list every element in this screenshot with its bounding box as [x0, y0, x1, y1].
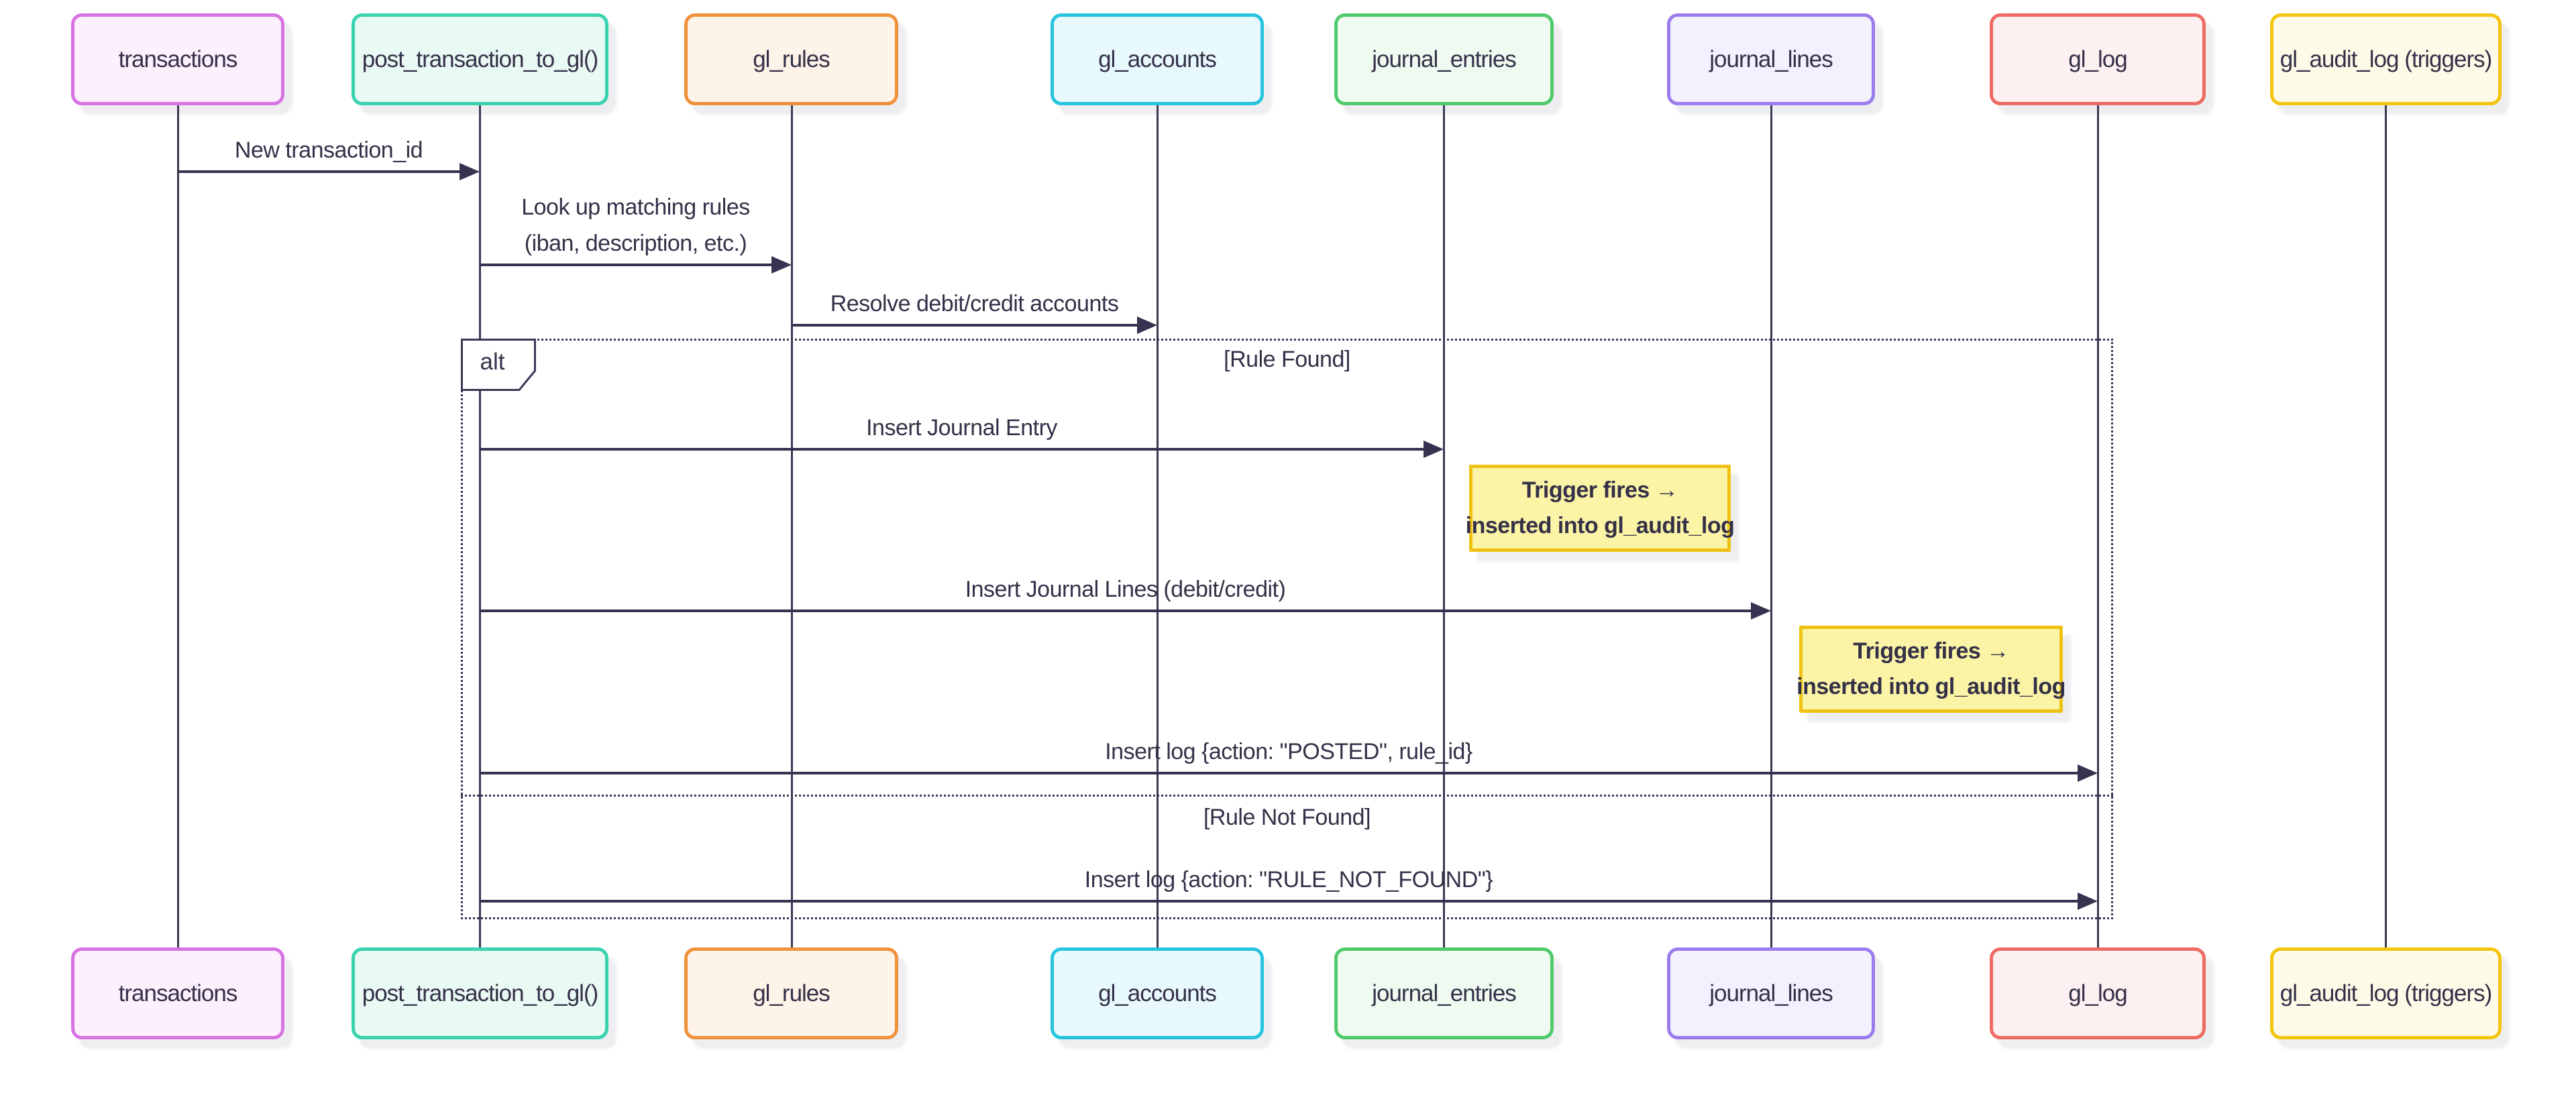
condition-rule-not-found: [Rule Not Found] — [1203, 805, 1371, 830]
participant-journal-entries-top: journal_entries — [1334, 13, 1554, 105]
participant-gl-log-top: gl_log — [1990, 13, 2206, 105]
lifeline-gl-audit-log — [2385, 105, 2387, 947]
lifeline-gl-log — [2097, 105, 2099, 947]
alt-label: alt — [461, 339, 536, 391]
lifeline-gl-accounts — [1157, 105, 1159, 947]
arrowhead-icon — [2078, 764, 2098, 782]
lifeline-post-transaction-to-gl — [479, 105, 481, 947]
message-line — [178, 170, 462, 173]
alt-frame: alt [Rule Found] [Rule Not Found] — [461, 339, 2113, 919]
participant-gl-accounts-bottom: gl_accounts — [1051, 947, 1264, 1039]
participant-transactions-bottom: transactions — [71, 947, 284, 1039]
participant-gl-accounts-top: gl_accounts — [1051, 13, 1264, 105]
condition-rule-found: [Rule Found] — [1224, 347, 1350, 372]
alt-else-divider — [461, 795, 2113, 797]
note-trigger-fires-2: Trigger fires → inserted into gl_audit_l… — [1796, 626, 2065, 713]
message-line — [480, 610, 1754, 612]
arrowhead-icon — [1137, 316, 1157, 334]
arrowhead-icon — [771, 256, 792, 274]
lifeline-journal-lines — [1770, 105, 1772, 947]
message-label: Resolve debit/credit accounts — [830, 291, 1119, 316]
lifeline-gl-rules — [791, 105, 793, 947]
message-line — [480, 448, 1426, 451]
participant-gl-log-bottom: gl_log — [1990, 947, 2206, 1039]
message-line — [480, 264, 774, 266]
arrowhead-icon — [1424, 441, 1444, 458]
participant-gl-audit-log-bottom: gl_audit_log (triggers) — [2270, 947, 2502, 1039]
message-label: Insert log {action: "RULE_NOT_FOUND"} — [1084, 867, 1493, 892]
participant-journal-lines-bottom: journal_lines — [1667, 947, 1875, 1039]
lifeline-transactions — [177, 105, 179, 947]
participant-gl-rules-top: gl_rules — [684, 13, 898, 105]
participant-journal-lines-top: journal_lines — [1667, 13, 1875, 105]
arrowhead-icon — [1751, 602, 1771, 620]
note-line: inserted into gl_audit_log — [1465, 513, 1735, 538]
message-label: Look up matching rules — [521, 194, 750, 220]
message-line — [792, 324, 1140, 327]
message-label: (iban, description, etc.) — [524, 231, 747, 256]
note-line: Trigger fires → — [1521, 477, 1678, 504]
participant-gl-rules-bottom: gl_rules — [684, 947, 898, 1039]
message-label: New transaction_id — [234, 137, 423, 163]
alt-label-shape — [461, 339, 536, 391]
message-label: Insert log {action: "POSTED", rule_id} — [1105, 739, 1472, 764]
participant-gl-audit-log-top: gl_audit_log (triggers) — [2270, 13, 2502, 105]
message-label: Insert Journal Lines (debit/credit) — [965, 577, 1286, 602]
participant-transactions-top: transactions — [71, 13, 284, 105]
arrowhead-icon — [2078, 892, 2098, 910]
message-label: Insert Journal Entry — [866, 415, 1057, 441]
note-trigger-fires-1: Trigger fires → inserted into gl_audit_l… — [1466, 465, 1735, 552]
participant-journal-entries-bottom: journal_entries — [1334, 947, 1554, 1039]
message-line — [480, 900, 2080, 903]
message-line — [480, 772, 2080, 774]
lifeline-journal-entries — [1443, 105, 1445, 947]
participant-post-transaction-to-gl-bottom: post_transaction_to_gl() — [352, 947, 608, 1039]
participant-post-transaction-to-gl-top: post_transaction_to_gl() — [352, 13, 608, 105]
alt-label-text: alt — [480, 349, 505, 375]
note-line: inserted into gl_audit_log — [1796, 674, 2065, 699]
note-line: Trigger fires → — [1853, 638, 2009, 664]
arrowhead-icon — [460, 163, 480, 180]
